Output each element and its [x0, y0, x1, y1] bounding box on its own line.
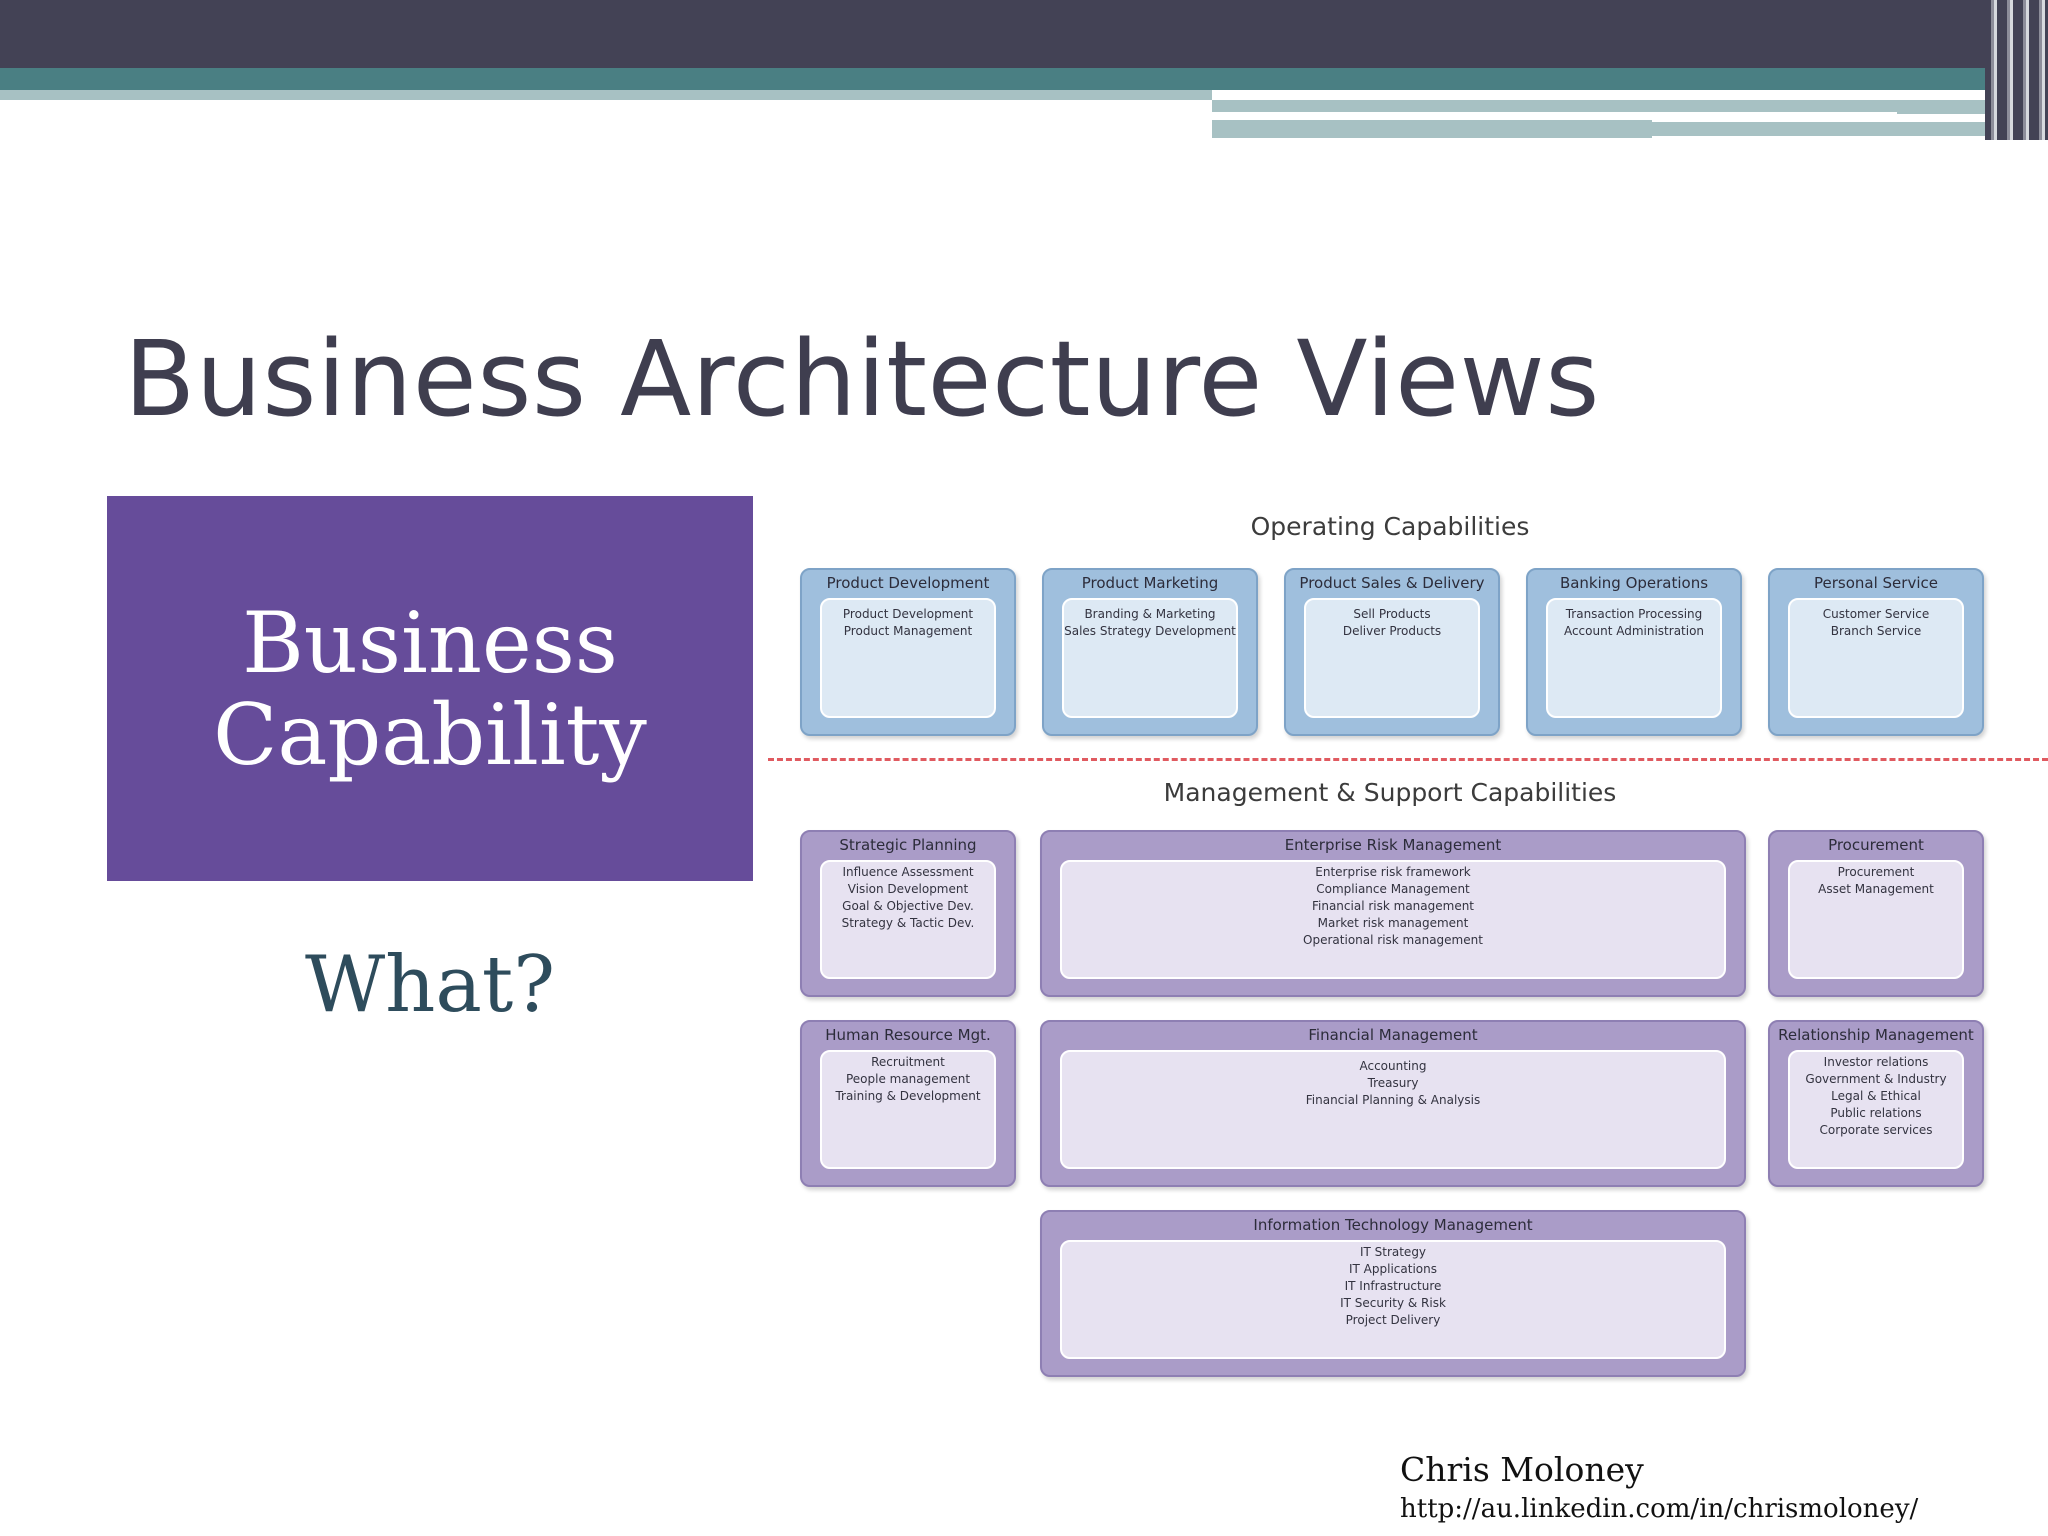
- capability-item: IT Infrastructure: [1344, 1279, 1442, 1293]
- capability-item: Market risk management: [1317, 916, 1469, 930]
- capability-item: Legal & Ethical: [1831, 1089, 1921, 1103]
- capability-card: Product Marketing Branding & Marketing S…: [1042, 568, 1258, 736]
- capability-title: Information Technology Management: [1253, 1216, 1533, 1234]
- operating-capabilities-title: Operating Capabilities: [1250, 512, 1530, 541]
- capability-item: Sell Products: [1353, 607, 1431, 621]
- capability-title: Financial Management: [1308, 1026, 1478, 1044]
- capability-diagram: Operating Capabilities Product Developme…: [760, 490, 2048, 1400]
- capability-item: Influence Assessment: [842, 865, 974, 879]
- capability-item: Goal & Objective Dev.: [842, 899, 974, 913]
- header-bar-light: [1212, 100, 2012, 114]
- capability-card: Product Sales & Delivery Sell Products D…: [1284, 568, 1500, 736]
- capability-title: Personal Service: [1814, 574, 1938, 592]
- capability-card: Procurement Procurement Asset Management: [1768, 830, 1984, 997]
- capability-item: Accounting: [1359, 1059, 1427, 1073]
- capability-title: Product Development: [826, 574, 990, 592]
- header-bar-teal: [0, 68, 2048, 90]
- capability-item: Treasury: [1367, 1076, 1419, 1090]
- capability-item: Training & Development: [835, 1089, 981, 1103]
- capability-item: Public relations: [1830, 1106, 1922, 1120]
- capability-item: Product Management: [843, 624, 973, 638]
- capability-title: Procurement: [1828, 836, 1924, 854]
- capability-item: Enterprise risk framework: [1315, 865, 1471, 879]
- capability-items: Transaction Processing Account Administr…: [1546, 598, 1722, 718]
- capability-items: Branding & Marketing Sales Strategy Deve…: [1062, 598, 1238, 718]
- author-name: Chris Moloney: [1400, 1450, 1644, 1489]
- capability-items: Customer Service Branch Service: [1788, 598, 1964, 718]
- capability-card: Product Development Product Development …: [800, 568, 1016, 736]
- header-bar-light: [1652, 122, 2012, 136]
- business-capability-label: Business Capability: [213, 593, 647, 784]
- capability-items: IT Strategy IT Applications IT Infrastru…: [1060, 1240, 1726, 1359]
- capability-items: Accounting Treasury Financial Planning &…: [1060, 1050, 1726, 1169]
- capability-item: Operational risk management: [1303, 933, 1483, 947]
- capability-item: Financial risk management: [1311, 899, 1475, 913]
- capability-card: Financial Management Accounting Treasury…: [1040, 1020, 1746, 1187]
- capability-item: Transaction Processing: [1565, 607, 1703, 621]
- capability-title: Banking Operations: [1559, 574, 1709, 592]
- header-bar-light: [0, 90, 1212, 100]
- capability-title: Product Sales & Delivery: [1299, 574, 1485, 592]
- header-bar-light: [1212, 120, 1652, 138]
- capability-item: Investor relations: [1823, 1055, 1929, 1069]
- capability-item: Branding & Marketing: [1084, 607, 1216, 621]
- header-bar-dark: [0, 0, 2048, 68]
- capability-title: Enterprise Risk Management: [1284, 836, 1502, 854]
- capability-card: Banking Operations Transaction Processin…: [1526, 568, 1742, 736]
- capability-items: Enterprise risk framework Compliance Man…: [1060, 860, 1726, 979]
- capability-title: Strategic Planning: [839, 836, 977, 854]
- capability-item: Asset Management: [1818, 882, 1934, 896]
- capability-item: Recruitment: [871, 1055, 945, 1069]
- capability-card: Personal Service Customer Service Branch…: [1768, 568, 1984, 736]
- capability-item: Procurement: [1837, 865, 1915, 879]
- capability-item: IT Applications: [1349, 1262, 1437, 1276]
- capability-item: Strategy & Tactic Dev.: [841, 916, 975, 930]
- capability-card: Enterprise Risk Management Enterprise ri…: [1040, 830, 1746, 997]
- capability-items: Recruitment People management Training &…: [820, 1050, 996, 1169]
- capability-item: Government & Industry: [1805, 1072, 1947, 1086]
- capability-item: IT Strategy: [1359, 1245, 1427, 1259]
- capability-item: Financial Planning & Analysis: [1305, 1093, 1481, 1107]
- capability-title: Human Resource Mgt.: [825, 1026, 991, 1044]
- capability-item: Compliance Management: [1316, 882, 1470, 896]
- capability-items: Product Development Product Management: [820, 598, 996, 718]
- header-bar-gap: [1212, 112, 1897, 117]
- capability-item: Product Development: [842, 607, 974, 621]
- capability-card: Relationship Management Investor relatio…: [1768, 1020, 1984, 1187]
- section-divider: [768, 758, 2048, 761]
- capability-item: IT Security & Risk: [1340, 1296, 1446, 1310]
- capability-item: Project Delivery: [1345, 1313, 1441, 1327]
- capability-card: Strategic Planning Influence Assessment …: [800, 830, 1016, 997]
- capability-item: Corporate services: [1819, 1123, 1933, 1137]
- question-label: What?: [304, 940, 556, 1030]
- capability-items: Investor relations Government & Industry…: [1788, 1050, 1964, 1169]
- business-capability-box: Business Capability: [107, 496, 753, 881]
- slide-title: Business Architecture Views: [124, 318, 1600, 440]
- capability-title: Product Marketing: [1081, 574, 1219, 592]
- capability-items: Sell Products Deliver Products: [1304, 598, 1480, 718]
- capability-item: Customer Service: [1822, 607, 1930, 621]
- capability-item: Sales Strategy Development: [1064, 624, 1236, 638]
- capability-card: Human Resource Mgt. Recruitment People m…: [800, 1020, 1016, 1187]
- capability-items: Influence Assessment Vision Development …: [820, 860, 996, 979]
- header-stripes: [1985, 0, 2048, 140]
- capability-item: Vision Development: [847, 882, 969, 896]
- capability-item: Account Administration: [1563, 624, 1705, 638]
- capability-items: Procurement Asset Management: [1788, 860, 1964, 979]
- capability-item: Deliver Products: [1342, 624, 1442, 638]
- author-link[interactable]: http://au.linkedin.com/in/chrismoloney/: [1400, 1494, 1919, 1524]
- support-capabilities-title: Management & Support Capabilities: [1163, 778, 1617, 807]
- capability-card: Information Technology Management IT Str…: [1040, 1210, 1746, 1377]
- capability-title: Relationship Management: [1778, 1026, 1974, 1044]
- capability-item: People management: [845, 1072, 971, 1086]
- capability-item: Branch Service: [1830, 624, 1922, 638]
